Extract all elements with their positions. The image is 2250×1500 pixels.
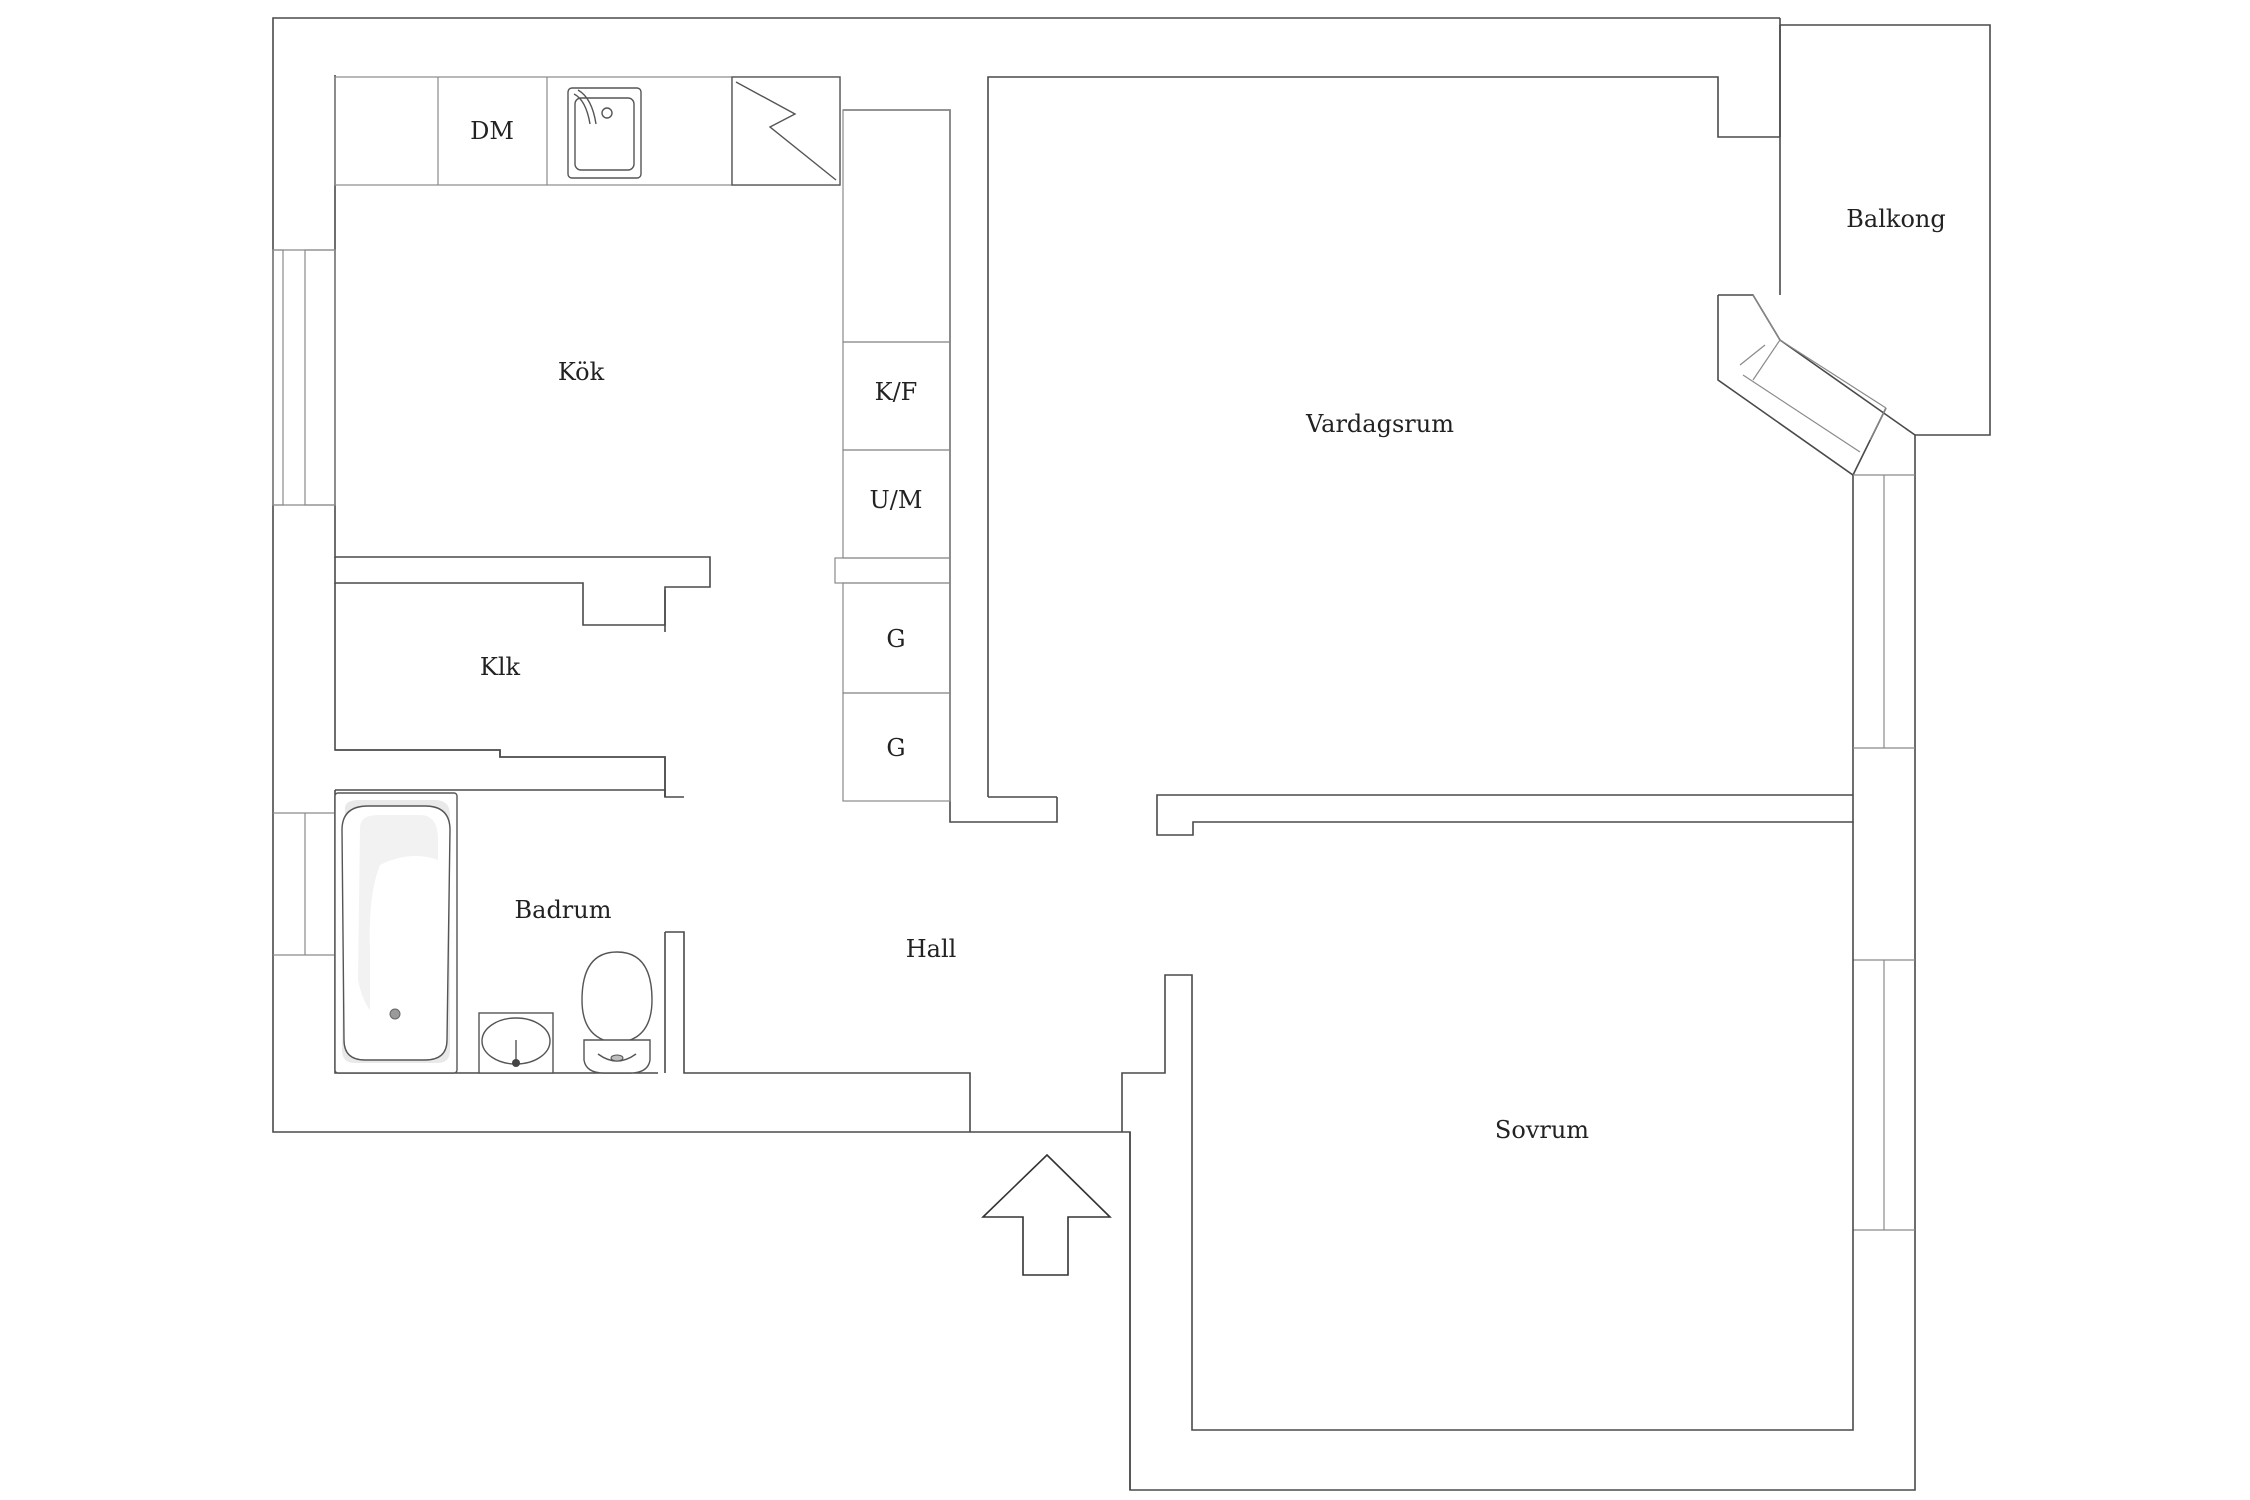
outer-walls xyxy=(272,17,1991,1491)
partition-walls-left xyxy=(334,557,971,1132)
label-oven-microwave: U/M xyxy=(870,486,923,514)
label-closet: Klk xyxy=(480,653,521,681)
toilet-icon xyxy=(581,951,653,1074)
bedroom-walls xyxy=(1121,822,1854,1490)
washbasin-icon xyxy=(478,1012,554,1074)
label-living-room: Vardagsrum xyxy=(1305,410,1454,438)
kitchen-sink-icon xyxy=(567,87,642,179)
label-kitchen: Kök xyxy=(558,358,605,386)
storage-column xyxy=(834,109,1058,823)
label-bathroom: Badrum xyxy=(515,896,612,924)
label-bedroom: Sovrum xyxy=(1495,1116,1589,1144)
entrance-arrow-icon xyxy=(981,1153,1112,1276)
label-hall: Hall xyxy=(906,935,957,963)
label-wardrobe-2: G xyxy=(886,734,905,762)
window-kitchen xyxy=(272,249,336,506)
label-fridge-freezer: K/F xyxy=(875,378,918,406)
kitchen-counter xyxy=(334,76,841,186)
bathtub-icon xyxy=(334,792,458,1074)
window-living-room xyxy=(1853,474,1915,749)
window-bedroom xyxy=(1853,959,1915,1231)
stove-icon xyxy=(731,76,841,186)
label-balcony: Balkong xyxy=(1846,205,1945,233)
window-bathroom xyxy=(273,812,335,956)
label-dishwasher: DM xyxy=(470,117,514,145)
balcony xyxy=(1717,25,1916,477)
label-wardrobe-1: G xyxy=(886,625,905,653)
